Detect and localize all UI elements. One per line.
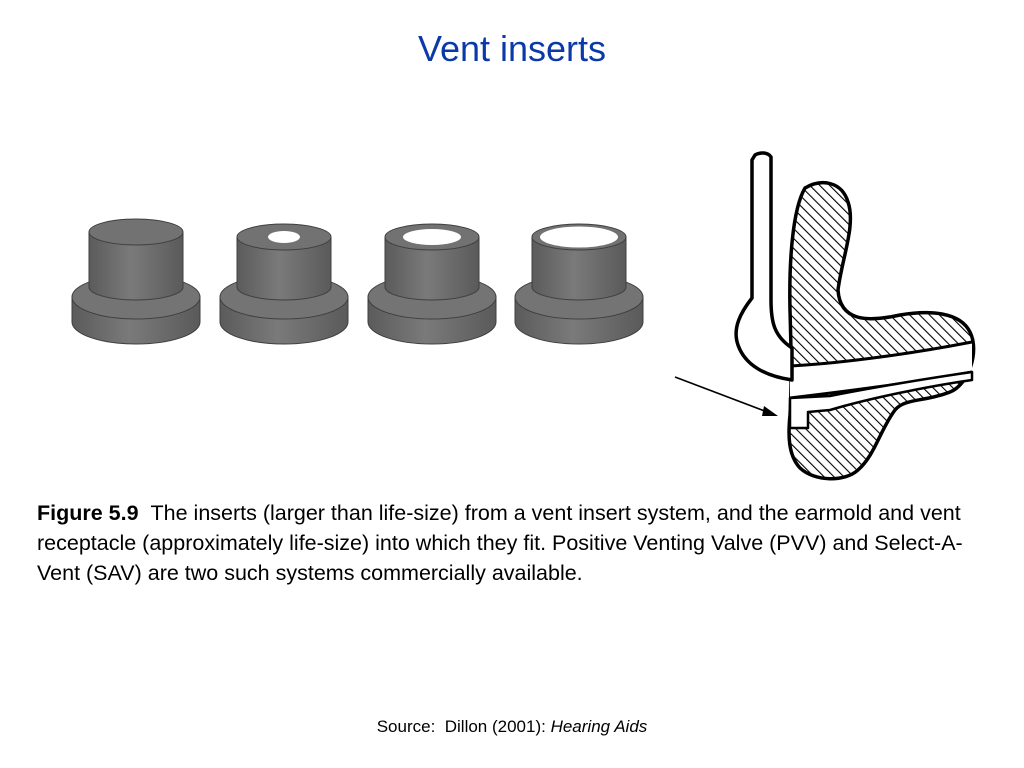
vent-insert-large [514,223,644,345]
caption-text: The inserts (larger than life-size) from… [37,501,963,585]
slide-title: Vent inserts [417,28,607,69]
pointer-arrow [674,376,778,416]
source-citation: Source: Dillon (2001): Hearing Aids [0,717,1024,737]
figure-label: Figure 5.9 [37,501,139,525]
vent-insert-closed [71,218,201,345]
figure-caption: Figure 5.9 The inserts (larger than life… [37,498,982,588]
source-prefix: Source: Dillon (2001): [376,717,551,736]
source-work-title: Hearing Aids [550,717,648,736]
vent-insert-small [219,223,349,345]
vent-insert-medium [367,223,497,345]
earmold-cross-section [734,151,976,481]
